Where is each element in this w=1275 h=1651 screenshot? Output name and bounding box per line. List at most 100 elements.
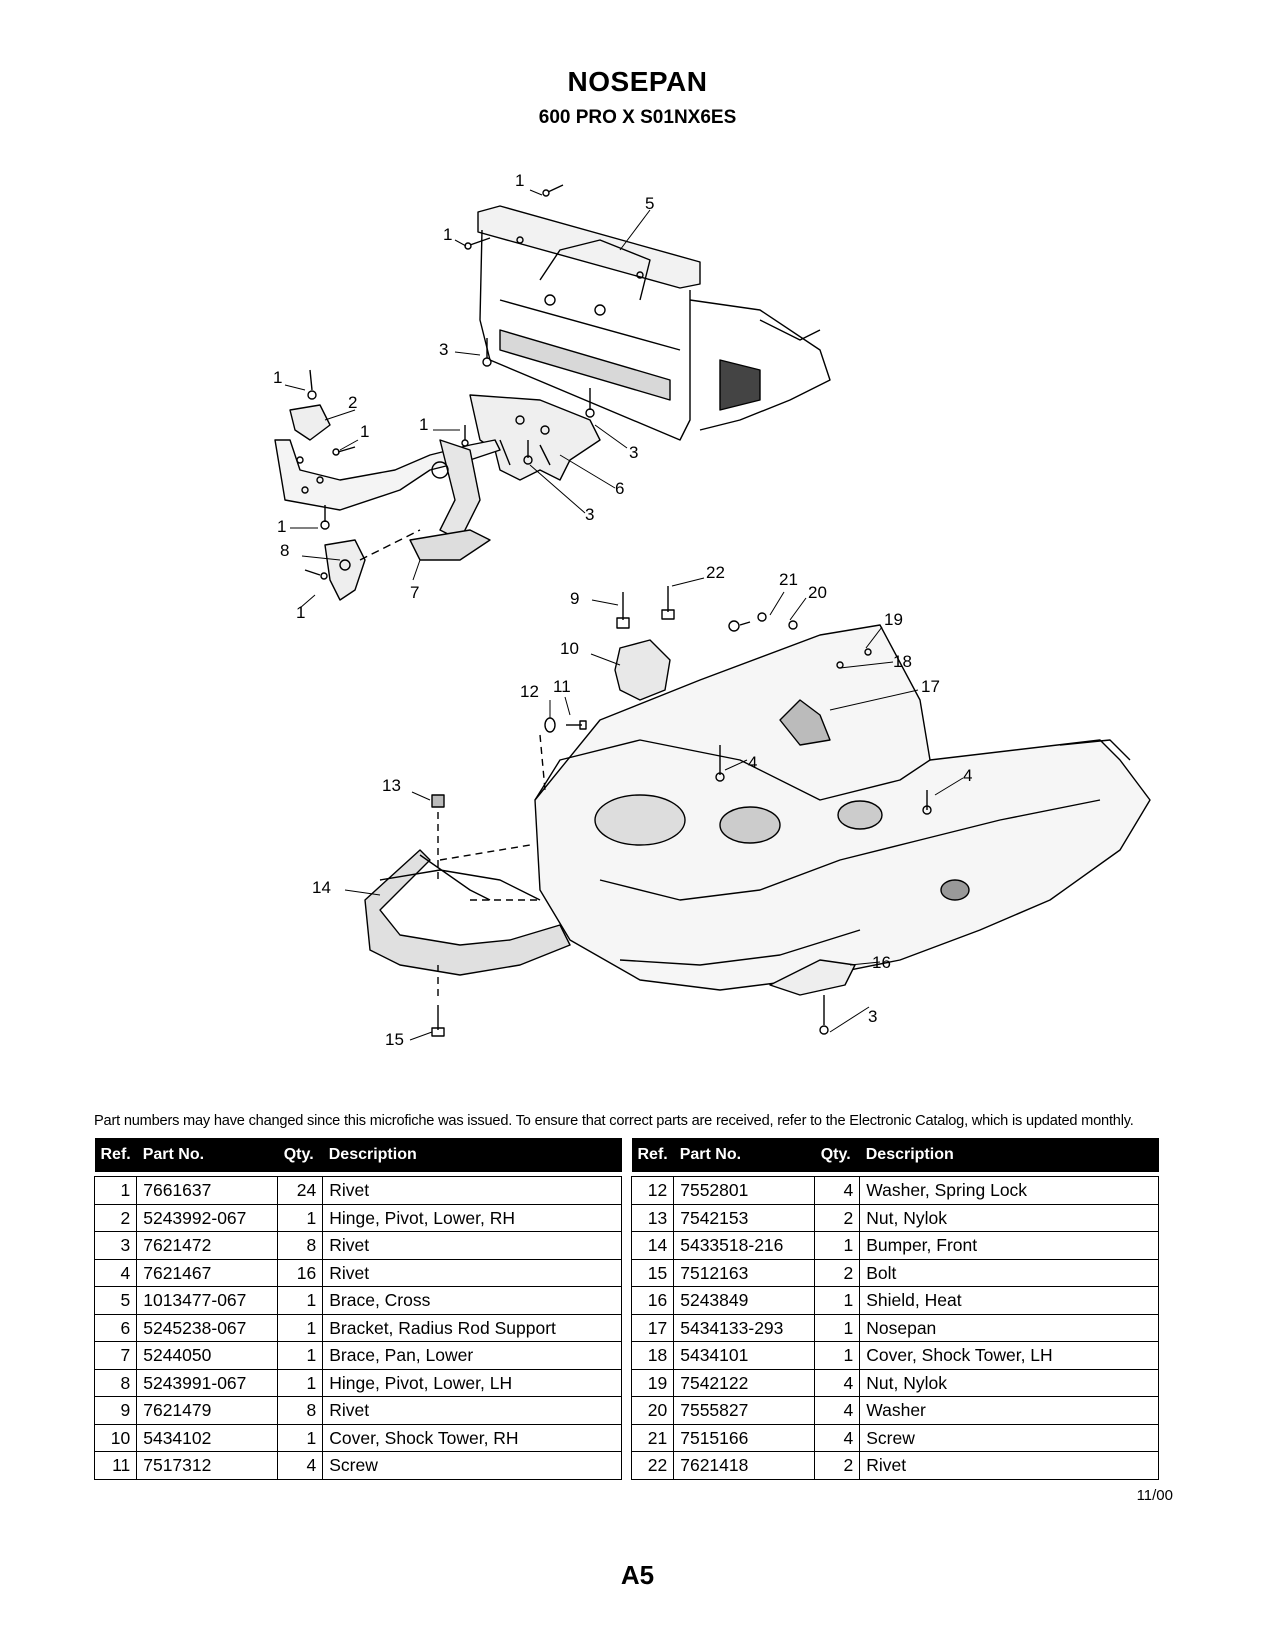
cell-qty: 4 [814, 1423, 861, 1452]
leader-lines [284, 189, 964, 1041]
cell-part-no: 5434133-293 [673, 1313, 816, 1342]
cell-part-no: 5243991-067 [136, 1368, 279, 1397]
hinge-lh-drawing [324, 529, 421, 601]
cell-qty: 4 [814, 1368, 861, 1397]
cell-description: Brace, Cross [322, 1286, 622, 1315]
callout-label: 6 [615, 479, 624, 498]
cell-qty: 2 [814, 1258, 861, 1287]
cell-qty: 4 [814, 1396, 861, 1425]
cell-part-no: 7621472 [136, 1231, 279, 1260]
cell-part-no: 5433518-216 [673, 1231, 816, 1260]
cell-ref: 14 [630, 1231, 675, 1260]
cell-part-no: 7621479 [136, 1396, 279, 1425]
cell-description: Nut, Nylok [859, 1368, 1159, 1397]
cell-ref: 15 [630, 1258, 675, 1287]
cell-description: Cover, Shock Tower, LH [859, 1341, 1159, 1370]
header-qty: Qty. [277, 1138, 323, 1172]
callout-label: 4 [748, 753, 757, 772]
alignment-lines [437, 734, 546, 1000]
callout-label: 7 [410, 583, 419, 602]
cell-ref: 20 [630, 1396, 675, 1425]
callout-label: 2 [348, 393, 357, 412]
cell-ref: 16 [630, 1286, 675, 1315]
callout-label: 1 [296, 603, 305, 622]
callout-label: 16 [872, 953, 891, 972]
callout-label: 19 [884, 610, 903, 629]
cell-ref: 8 [93, 1368, 138, 1397]
cell-ref: 18 [630, 1341, 675, 1370]
cell-description: Nosepan [859, 1313, 1159, 1342]
front-bumper-drawing [364, 849, 571, 976]
cell-part-no: 5243849 [673, 1286, 816, 1315]
callout-label: 17 [921, 677, 940, 696]
callout-label: 14 [312, 878, 331, 897]
cell-description: Rivet [322, 1231, 622, 1260]
cell-part-no: 5243992-067 [136, 1203, 279, 1232]
table-header-row: Ref. Part No. Qty. Description [94, 1138, 622, 1172]
cell-description: Washer, Spring Lock [859, 1176, 1159, 1205]
cell-description: Hinge, Pivot, Lower, RH [322, 1203, 622, 1232]
cell-ref: 3 [93, 1231, 138, 1260]
callout-label: 22 [706, 563, 725, 582]
cell-qty: 2 [814, 1203, 861, 1232]
cell-ref: 9 [93, 1396, 138, 1425]
cell-qty: 2 [814, 1451, 861, 1480]
catalog-notice: Part numbers may have changed since this… [94, 1113, 1134, 1129]
cell-ref: 4 [93, 1258, 138, 1287]
table-header-row: Ref. Part No. Qty. Description [631, 1138, 1159, 1172]
callout-label: 1 [277, 517, 286, 536]
cell-qty: 16 [277, 1258, 324, 1287]
nosepan-drawing [534, 624, 1151, 991]
cell-part-no: 7661637 [136, 1176, 279, 1205]
cell-description: Screw [859, 1423, 1159, 1452]
cross-brace-drawing [477, 205, 831, 441]
callout-label: 3 [868, 1007, 877, 1026]
cell-ref: 22 [630, 1451, 675, 1480]
cell-part-no: 5244050 [136, 1341, 279, 1370]
cell-qty: 1 [277, 1368, 324, 1397]
callout-label: 1 [419, 415, 428, 434]
model-subtitle: 600 PRO X S01NX6ES [538, 107, 737, 128]
callout-label: 3 [629, 443, 638, 462]
cell-qty: 1 [277, 1203, 324, 1232]
cell-description: Shield, Heat [859, 1286, 1159, 1315]
cell-description: Bumper, Front [859, 1231, 1159, 1260]
cell-qty: 1 [277, 1423, 324, 1452]
cell-description: Bracket, Radius Rod Support [322, 1313, 622, 1342]
cell-description: Nut, Nylok [859, 1203, 1159, 1232]
fastener-drawings [304, 184, 932, 1037]
callout-label: 5 [645, 194, 654, 213]
cell-ref: 6 [93, 1313, 138, 1342]
callout-label: 4 [963, 766, 972, 785]
cell-ref: 11 [93, 1451, 138, 1480]
cell-qty: 24 [277, 1176, 324, 1205]
cell-description: Washer [859, 1396, 1159, 1425]
cell-ref: 2 [93, 1203, 138, 1232]
cell-qty: 4 [277, 1451, 324, 1480]
cell-description: Cover, Shock Tower, RH [322, 1423, 622, 1452]
cell-ref: 17 [630, 1313, 675, 1342]
cell-description: Screw [322, 1451, 622, 1480]
cell-description: Rivet [322, 1258, 622, 1287]
cell-qty: 1 [814, 1313, 861, 1342]
header-part-no: Part No. [673, 1138, 815, 1172]
callout-labels: 1 5 1 3 1 2 1 1 3 6 3 1 8 7 1 22 21 20 9… [273, 171, 972, 1049]
cell-ref: 10 [93, 1423, 138, 1452]
cell-part-no: 1013477-067 [136, 1286, 279, 1315]
header-description: Description [322, 1138, 622, 1172]
cell-ref: 13 [630, 1203, 675, 1232]
cell-description: Brace, Pan, Lower [322, 1341, 622, 1370]
cell-ref: 19 [630, 1368, 675, 1397]
callout-label: 13 [382, 776, 401, 795]
